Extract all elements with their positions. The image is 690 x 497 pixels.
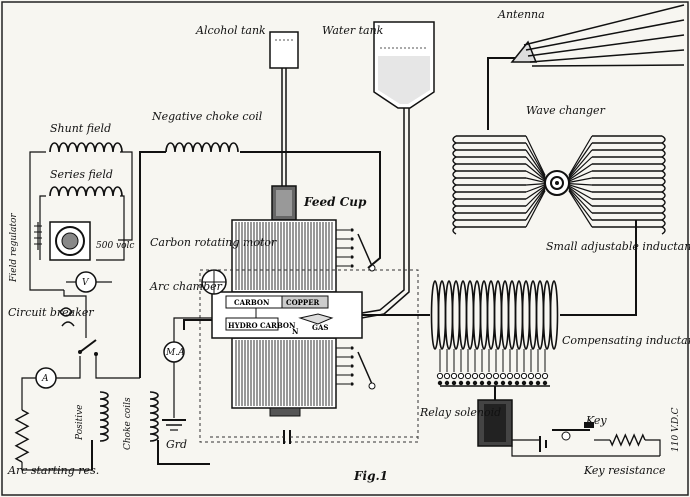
generator-to-breaker-wire (63, 290, 87, 338)
arc-chamber-label: Arc chamber (149, 280, 223, 293)
magnet-core-bottom (269, 407, 301, 417)
water-tank-label: Water tank (322, 24, 384, 37)
ground-icon (162, 419, 186, 431)
wave-changer-to-comp-wire (560, 220, 637, 316)
carbon-rotating-motor-label: Carbon rotating motor (150, 236, 277, 249)
arc-enclosure-dashed (199, 269, 419, 443)
magnet-taps-lower (336, 346, 376, 390)
antenna-label: Antenna (497, 8, 545, 21)
gas-label: GAS (312, 323, 328, 332)
figure-label: Fig.1 (353, 469, 388, 483)
choke-coils-label: Choke coils (123, 397, 133, 450)
feed-cup-label: Feed Cup (303, 195, 367, 209)
breaker-to-negative-wire (95, 354, 140, 379)
feed-cup (271, 185, 297, 221)
alcohol-tank-label: Alcohol tank (195, 24, 266, 37)
positive-label: Positive (75, 404, 85, 441)
shunt-left-wire (29, 151, 64, 291)
negative-to-magnet-wire (240, 151, 381, 269)
circuit-breaker-icon (59, 307, 98, 356)
field-regulator-label: Field regulator (9, 213, 19, 283)
antenna-icon (510, 4, 685, 67)
wave-changer (452, 135, 666, 235)
key-resistance (609, 433, 646, 447)
dc-110-label: 110 V.D.C (671, 407, 681, 452)
series-field (49, 186, 123, 197)
pole-n-label: N (292, 327, 299, 336)
key-resistance-label: Key resistance (583, 464, 666, 477)
wave-changer-label: Wave changer (526, 104, 606, 117)
relay-solenoid-icon (477, 386, 513, 447)
ground-label: Grd (166, 438, 187, 451)
key-icon (539, 422, 594, 452)
small-adjustable-inductance-label: Small adjustable inductane (546, 240, 690, 253)
lower-field-magnet (231, 337, 337, 409)
milliammeter-symbol: M.A (165, 348, 185, 358)
generator-icon (49, 221, 91, 261)
copper-label: COPPER (286, 298, 320, 307)
negative-feed-wire (139, 151, 166, 378)
arc-starting-res-label: Arc starting res. (7, 464, 99, 477)
series-field-label: Series field (50, 168, 113, 181)
arc-chamber (201, 269, 363, 339)
field-regulator-icon (34, 222, 42, 250)
compensating-taps (436, 349, 550, 387)
magnet-taps-upper (336, 228, 376, 272)
arc-starting-resistor (14, 409, 30, 463)
key-label: Key (585, 414, 607, 427)
voltage-label: 500 volc (96, 241, 134, 251)
carbon-label: CARBON (234, 298, 270, 307)
antenna-lead-wire (487, 57, 515, 130)
compensating-inductance (430, 280, 559, 350)
shunt-right-wire (118, 151, 133, 241)
circuit-breaker-label: Circuit breaker (8, 306, 94, 319)
positive-choke-coils (99, 391, 159, 442)
upper-field-magnet (231, 219, 337, 293)
alcohol-tank (269, 31, 299, 190)
hydro-carbon-label: HYDRO CARBON (228, 321, 296, 330)
ammeter-symbol: A (41, 374, 49, 384)
shunt-field-label: Shunt field (50, 122, 111, 135)
relay-solenoid-label: Relay solenoid (419, 406, 501, 419)
water-tank (349, 21, 435, 321)
series-right-wire (96, 195, 125, 261)
capacitor-icon (283, 430, 291, 444)
series-left-wire (39, 195, 46, 260)
negative-choke-coil-label: Negative choke coil (151, 110, 263, 123)
shunt-field (49, 142, 123, 153)
compensating-inductance-label: Compensating inductance (562, 334, 690, 347)
negative-choke-coil (165, 142, 239, 153)
voltmeter-symbol: V (82, 278, 90, 288)
